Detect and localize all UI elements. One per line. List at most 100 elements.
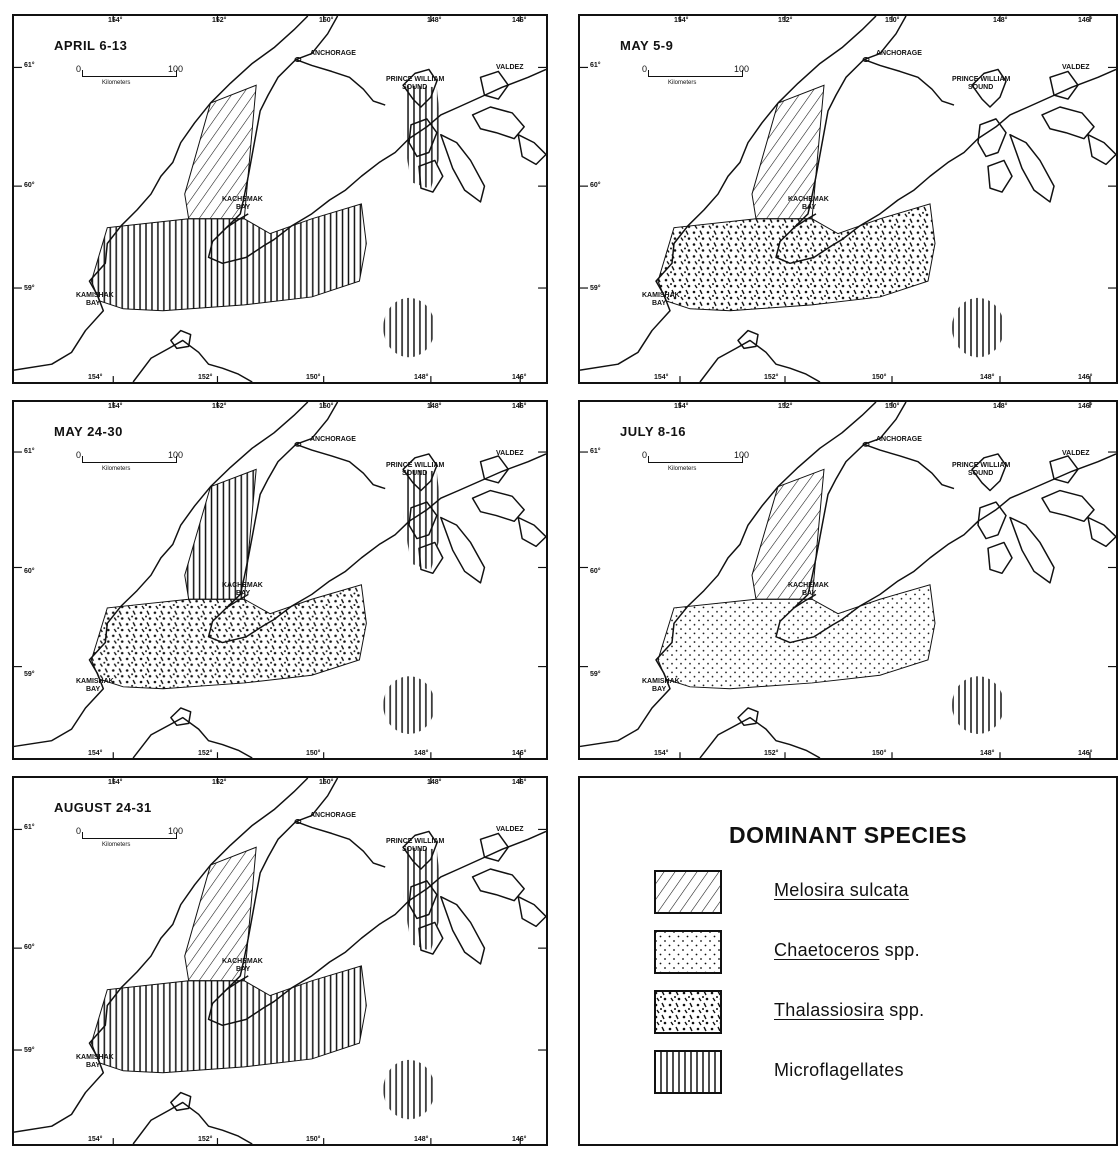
coastline — [580, 402, 1116, 758]
species-region-upper-inlet — [184, 468, 257, 600]
lon-label-154-top: 154° — [674, 403, 689, 410]
label-anchorage: ANCHORAGE — [876, 436, 922, 443]
lat-label-59: 59° — [590, 671, 601, 678]
species-region-lower-inlet — [657, 203, 936, 312]
label-valdez: VALDEZ — [496, 64, 524, 71]
lat-label-61: 61° — [24, 62, 35, 69]
legend-label-microflagellates: Microflagellates — [774, 1060, 904, 1080]
lon-label-154-top: 154° — [674, 17, 689, 24]
lon-label-152-bottom: 152° — [198, 750, 213, 757]
lon-label-154-top: 154° — [108, 17, 123, 24]
lat-label-59: 59° — [590, 285, 601, 292]
scale-hundred: 100 — [168, 64, 184, 74]
map-svg — [14, 402, 546, 758]
anchorage-marker — [862, 57, 870, 62]
map-svg — [14, 778, 546, 1144]
lon-label-150-bottom: 150° — [872, 750, 887, 757]
lon-label-150-top: 150° — [885, 17, 900, 24]
map-scale-bar: 0 100 Kilometers — [72, 450, 184, 480]
lon-label-146-bottom: 146° — [512, 374, 527, 381]
legend-label-thalassiosira: Thalassiosira spp. — [774, 1000, 925, 1020]
lon-label-148-top: 148° — [427, 403, 442, 410]
map-title: AUGUST 24-31 — [54, 800, 152, 815]
lon-label-148-bottom: 148° — [414, 374, 429, 381]
lat-label-61: 61° — [24, 448, 35, 455]
lon-label-150-bottom: 150° — [872, 374, 887, 381]
map-title: MAY 24-30 — [54, 424, 123, 439]
lat-label-60: 60° — [590, 182, 601, 189]
lon-label-152-bottom: 152° — [198, 374, 213, 381]
scale-hundred: 100 — [168, 450, 184, 460]
legend-swatch-microflagellates — [654, 1050, 722, 1094]
lon-label-146-top: 146° — [1078, 403, 1093, 410]
map-ticks — [14, 778, 546, 1144]
legend-swatch-melosira — [654, 870, 722, 914]
lon-label-146-top: 146° — [512, 17, 527, 24]
lon-label-150-top: 150° — [319, 17, 334, 24]
map-scale-bar: 0 100 Kilometers — [638, 64, 750, 94]
legend-item-thalassiosira: Thalassiosira spp. — [654, 990, 1054, 1036]
species-region-lower-inlet — [657, 584, 936, 690]
lon-label-146-top: 146° — [512, 403, 527, 410]
scale-unit: Kilometers — [102, 80, 131, 86]
lon-label-150-top: 150° — [319, 403, 334, 410]
lat-label-60: 60° — [24, 568, 35, 575]
lat-label-59: 59° — [24, 1047, 35, 1054]
species-region-sound — [403, 469, 443, 571]
lon-label-148-bottom: 148° — [980, 374, 995, 381]
scale-hundred: 100 — [734, 64, 750, 74]
anchorage-marker — [294, 57, 302, 62]
lon-label-150-bottom: 150° — [306, 374, 321, 381]
lon-label-150-top: 150° — [885, 403, 900, 410]
lon-label-148-top: 148° — [427, 17, 442, 24]
scale-unit: Kilometers — [668, 466, 697, 472]
lat-label-60: 60° — [24, 944, 35, 951]
legend-label-chaetoceros: Chaetoceros spp. — [774, 940, 920, 960]
species-region-sound — [403, 85, 443, 190]
lat-label-59: 59° — [24, 671, 35, 678]
label-anchorage: ANCHORAGE — [310, 812, 356, 819]
legend-item-melosira: Melosira sulcata — [654, 870, 1054, 916]
lon-label-148-bottom: 148° — [414, 750, 429, 757]
legend-label-melosira: Melosira sulcata — [774, 880, 909, 900]
lat-label-60: 60° — [590, 568, 601, 575]
lon-label-146-top: 146° — [1078, 17, 1093, 24]
lon-label-146-bottom: 146° — [1078, 750, 1093, 757]
map-ticks — [14, 16, 546, 382]
scale-zero: 0 — [76, 64, 82, 74]
scale-unit: Kilometers — [102, 466, 131, 472]
species-region-upper-inlet — [751, 468, 825, 600]
lon-label-146-top: 146° — [512, 779, 527, 786]
map-title: APRIL 6-13 — [54, 38, 128, 53]
map-scale-bar: 0 100 Kilometers — [638, 450, 749, 480]
map-title: MAY 5-9 — [620, 38, 674, 53]
map-scale-bar: 0 100 Kilometers — [72, 826, 183, 856]
lon-label-148-top: 148° — [427, 779, 442, 786]
species-region-sound — [403, 847, 443, 952]
offshore-sample-circle — [383, 676, 435, 734]
map-scale-bar: 0 100 Kilometers — [72, 64, 184, 94]
lon-label-154-bottom: 154° — [88, 750, 103, 757]
legend-swatch-thalassiosira — [654, 990, 722, 1034]
offshore-sample-circle — [383, 297, 435, 358]
label-anchorage: ANCHORAGE — [876, 50, 922, 57]
map-panel-august: AUGUST 24-31 0 100 Kilometers ANCHORAGE … — [12, 776, 548, 1146]
lon-label-152-top: 152° — [778, 17, 793, 24]
lon-label-152-top: 152° — [212, 17, 227, 24]
legend-title: DOMINANT SPECIES — [728, 822, 968, 848]
lon-label-152-top: 152° — [212, 779, 227, 786]
lon-label-152-bottom: 152° — [198, 1136, 213, 1143]
scale-zero: 0 — [76, 450, 82, 460]
